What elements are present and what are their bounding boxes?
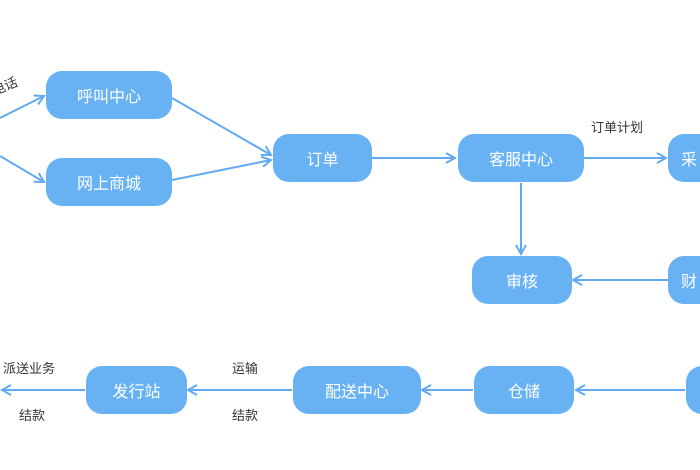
edge-label-transport: 运输 <box>232 362 259 377</box>
node-audit: 审核 <box>472 256 572 304</box>
edge-label-order-plan: 订单计划 <box>591 121 644 136</box>
node-distribution-station: 发行站 <box>86 366 187 414</box>
arrow-web-to-online-mall <box>0 155 44 182</box>
edge-label-settlement-mid: 结款 <box>232 409 259 424</box>
node-warehouse: 仓储 <box>474 366 574 414</box>
edge-label-settlement-left: 结款 <box>19 409 46 424</box>
node-customer-service: 客服中心 <box>458 134 584 182</box>
node-delivery-center: 配送中心 <box>293 366 421 414</box>
arrow-online-mall-to-order <box>171 160 271 181</box>
node-purchase: 采 <box>668 134 700 182</box>
arrow-call-center-to-order <box>171 97 271 155</box>
edge-label-dispatch-business: 派送业务 <box>3 362 56 377</box>
node-right-bottom <box>686 366 700 414</box>
node-online-mall: 网上商城 <box>46 158 172 206</box>
arrow-phone-to-call-center <box>0 96 44 119</box>
node-call-center: 呼叫中心 <box>46 71 172 119</box>
node-order: 订单 <box>273 134 372 182</box>
node-finance: 财 <box>668 256 700 304</box>
